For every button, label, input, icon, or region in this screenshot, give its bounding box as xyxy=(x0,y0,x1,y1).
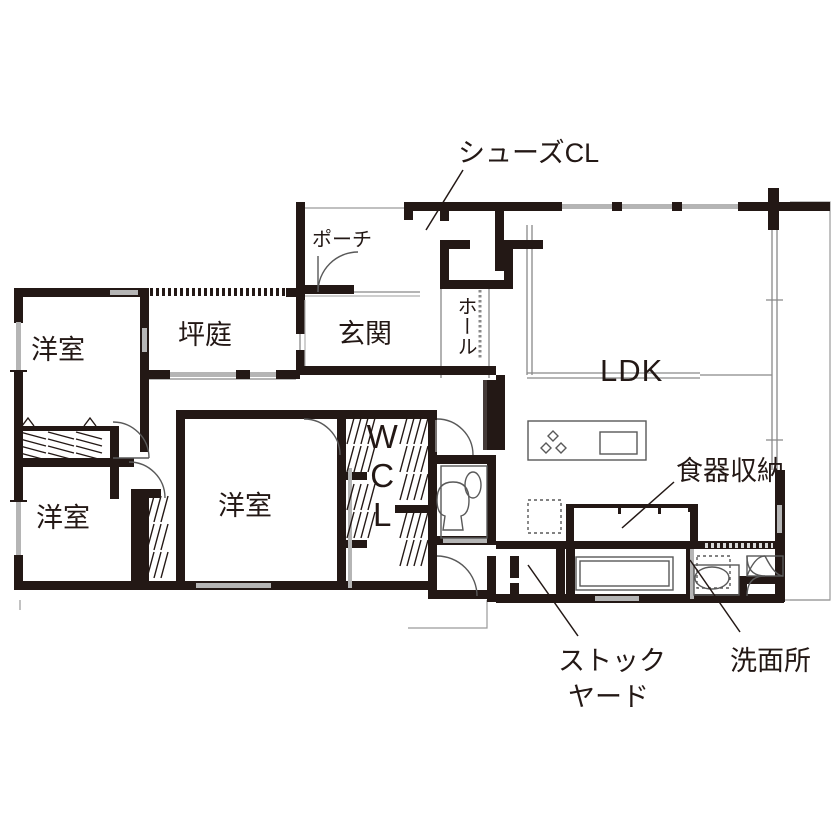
callout-leader-lines xyxy=(425,169,741,637)
callout-shoes-cl: シューズCL xyxy=(458,138,600,168)
wcl-text: WCL xyxy=(363,418,401,535)
leader-shokki xyxy=(621,481,675,529)
leader-stockyard xyxy=(527,564,579,637)
room-label-yoshitsu-3: 洋室 xyxy=(218,491,272,521)
kitchen-sink xyxy=(599,431,638,455)
toilet-fixture xyxy=(436,465,488,539)
door-swings xyxy=(112,251,478,597)
room-label-ldk: LDK xyxy=(600,353,664,388)
kitchen-counter xyxy=(527,420,647,461)
room-label-porch: ポーチ xyxy=(312,229,372,251)
room-label-hall: ホール xyxy=(454,296,476,356)
room-label-genkan: 玄関 xyxy=(338,319,392,349)
callout-stockyard-line1: ストック xyxy=(558,646,666,676)
walls xyxy=(10,188,830,603)
leader-senmenjo xyxy=(689,559,741,633)
fridge-space xyxy=(527,499,562,534)
lavatory-basin xyxy=(694,566,730,590)
callout-senmenjo: 洗面所 xyxy=(730,646,811,676)
room-label-tsuboniwa: 坪庭 xyxy=(178,320,232,350)
stove-burners xyxy=(540,430,567,454)
bathtub xyxy=(575,556,674,591)
callout-stockyard-line2: ヤード xyxy=(568,682,649,712)
fixtures xyxy=(436,420,784,597)
room-label-wcl: WCL xyxy=(362,418,402,539)
room-label-yoshitsu-1: 洋室 xyxy=(31,335,85,365)
room-label-yoshitsu-2: 洋室 xyxy=(36,503,90,533)
leader-shoes-cl xyxy=(425,169,464,231)
callout-shokki-shuno: 食器収納 xyxy=(676,456,784,486)
washer-space xyxy=(696,555,731,589)
